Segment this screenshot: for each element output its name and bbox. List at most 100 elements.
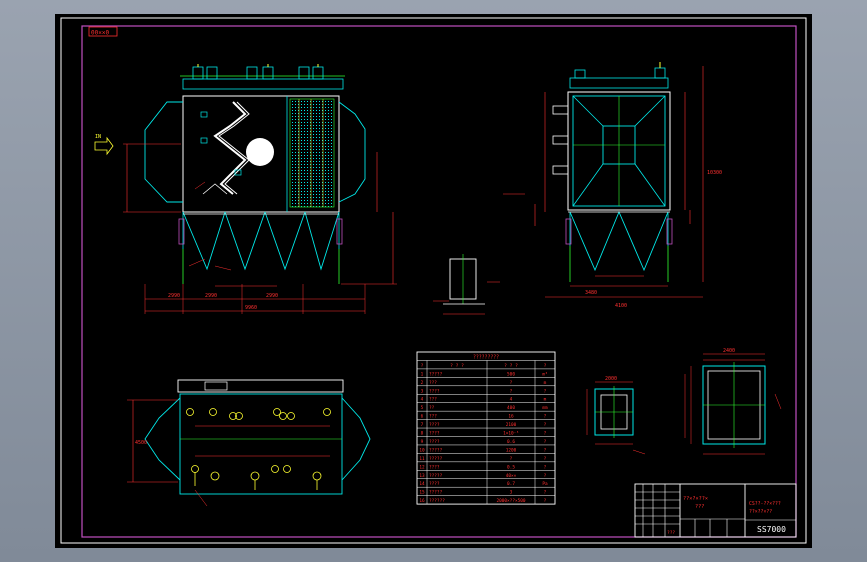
side-total-width-label: 4100 <box>615 303 627 309</box>
titleblock-title-1: ??×?×??× <box>683 496 708 502</box>
table-cell: 9 <box>421 439 424 445</box>
table-cell: 10 <box>419 447 425 453</box>
table-cell: 6 <box>421 414 424 420</box>
table-cell: 16 <box>508 414 514 420</box>
table-cell: ????? <box>429 371 443 377</box>
table-cell: 1×10⁻⁵ <box>503 431 519 437</box>
outer-border <box>60 17 807 544</box>
table-cell: ?? <box>429 405 435 411</box>
table-cell: 1200 <box>506 447 517 453</box>
table-cell: 3 <box>421 388 424 394</box>
table-cell: ? <box>544 439 547 445</box>
plan-width-label: 4500 <box>135 440 147 446</box>
inner-frame <box>81 25 797 538</box>
drawing-number: SS7000 <box>757 525 786 534</box>
front-span-label-3: 2990 <box>266 293 278 299</box>
table-header: ? ? ? <box>504 363 518 369</box>
table-cell: 2000×??×500 <box>496 498 525 504</box>
table-cell: m³ <box>542 371 547 377</box>
table-cell: 2 <box>421 380 424 386</box>
table-cell: m <box>544 381 547 386</box>
table-cell: 7 <box>421 422 424 428</box>
table-cell: ? <box>544 414 547 420</box>
table-cell: ? <box>544 490 547 496</box>
table-title: ????????? <box>473 354 499 360</box>
table-cell: 0.6 <box>507 439 515 445</box>
table-cell: 8 <box>421 431 424 437</box>
table-cell: ? <box>544 388 547 394</box>
titleblock-code-2: ??×??×?? <box>749 509 772 515</box>
inlet-label: IN <box>95 134 101 140</box>
titleblock-mark: ??? <box>667 530 675 536</box>
table-cell: 4 <box>510 397 513 403</box>
table-cell: m <box>544 398 547 403</box>
column-detail-view <box>433 254 500 315</box>
table-cell: 3 <box>510 490 513 496</box>
front-total-width-label: 9960 <box>245 305 257 311</box>
table-header: ? <box>421 363 424 369</box>
table-cell: 14 <box>419 481 425 487</box>
table-cell: ? <box>544 473 547 479</box>
front-elevation-view <box>94 64 397 314</box>
table-cell: 500 <box>507 371 515 377</box>
plan-view <box>127 379 371 507</box>
table-header: ? ? ? <box>450 363 464 369</box>
table-cell: ???? <box>429 439 440 445</box>
table-cell: ????? <box>429 456 443 462</box>
table-cell: ???? <box>429 464 440 470</box>
table-cell: ?????? <box>429 498 445 504</box>
table-cell: 15 <box>419 490 425 496</box>
table-cell: 16 <box>419 498 425 504</box>
table-cell: ? <box>510 388 513 394</box>
detail-a-size-label: 2000 <box>605 376 617 382</box>
table-cell: ? <box>544 422 547 428</box>
table-cell: ? <box>544 447 547 453</box>
table-cell: ??? <box>429 414 437 420</box>
title-block <box>634 483 797 538</box>
table-cell: ????? <box>429 490 443 496</box>
table-cell: 11 <box>419 456 425 462</box>
table-cell: ???? <box>429 481 440 487</box>
table-cell: ? <box>544 431 547 437</box>
table-cell: ? <box>544 456 547 462</box>
detail-flange-large <box>684 353 782 455</box>
drawing-sheet[interactable]: 00××0 <box>55 14 812 548</box>
front-span-label-2: 2990 <box>205 293 217 299</box>
table-cell: 2100 <box>506 422 517 428</box>
table-cell: ???? <box>429 431 440 437</box>
titleblock-code-1: CS??-??×??? <box>749 501 781 507</box>
detail-flange-small <box>586 381 646 455</box>
table-cell: ? <box>510 380 513 386</box>
sheet-tag-label: 00××0 <box>91 30 109 37</box>
table-cell: ????? <box>429 473 443 479</box>
table-cell: 13 <box>419 473 425 479</box>
table-cell: 0.7 <box>507 481 515 487</box>
table-cell: 5 <box>421 405 424 411</box>
table-cell: ??? <box>429 380 437 386</box>
table-cell: ???? <box>429 422 440 428</box>
table-cell: Pa <box>542 481 548 487</box>
table-cell: 12 <box>419 464 425 470</box>
side-inner-label: 3480 <box>585 290 597 296</box>
table-cell: ? <box>510 456 513 462</box>
titleblock-title-2: ??? <box>695 504 704 510</box>
table-cell: 0.5 <box>507 464 515 470</box>
detail-b-size-label: 2400 <box>723 348 735 354</box>
table-cell: ? <box>544 498 547 504</box>
front-span-label-1: 2990 <box>168 293 180 299</box>
table-cell: ? <box>544 464 547 470</box>
table-header: ? <box>544 363 547 369</box>
table-cell: 4 <box>421 397 424 403</box>
sheet-tag-box <box>88 26 118 37</box>
table-cell: 40×× <box>506 473 517 479</box>
side-elevation-view <box>503 62 704 298</box>
side-height-label: 10300 <box>707 170 722 176</box>
table-cell: mm <box>542 406 548 411</box>
table-cell: ??? <box>429 397 437 403</box>
table-cell: 400 <box>507 405 515 411</box>
table-cell: ???? <box>429 388 440 394</box>
table-cell: 1 <box>421 371 424 377</box>
table-cell: ????? <box>429 447 443 453</box>
